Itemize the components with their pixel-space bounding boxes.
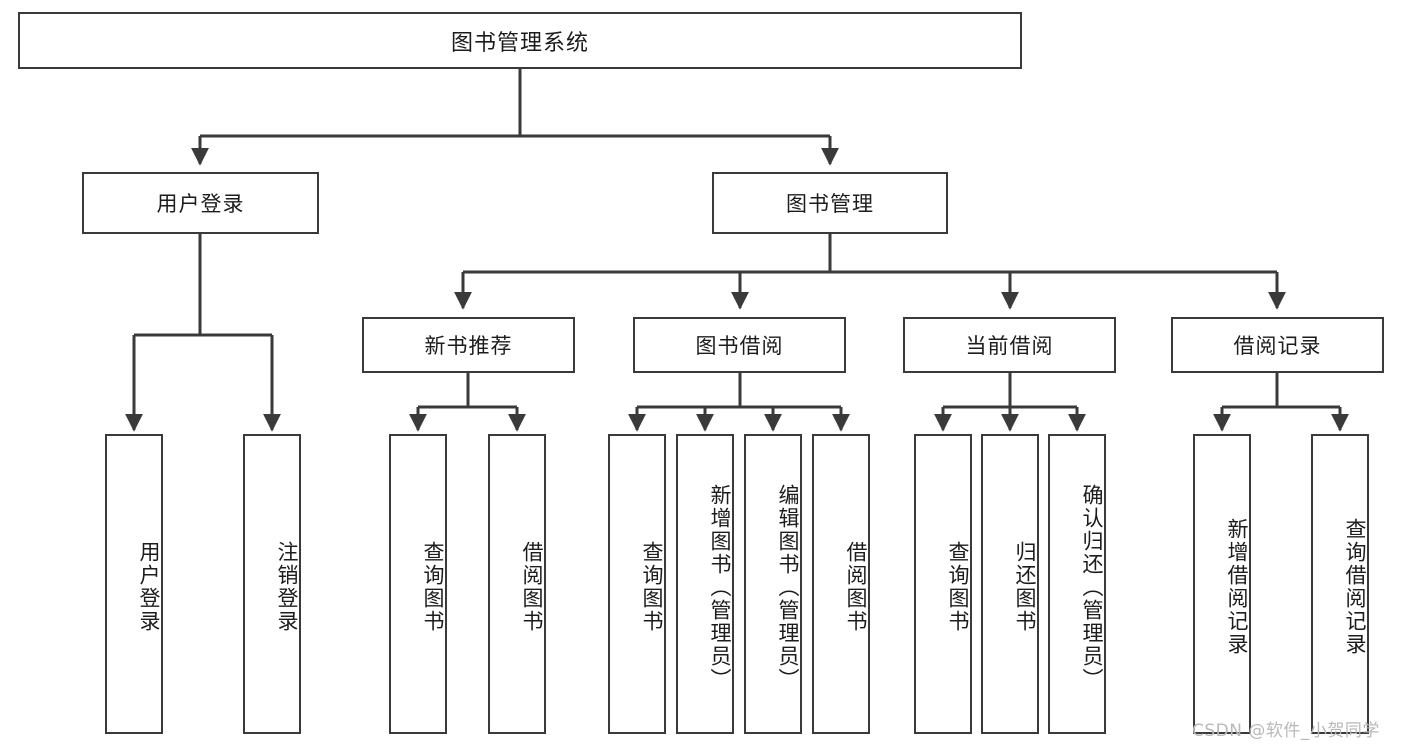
node-label: 编辑图书（管理员） <box>776 483 800 691</box>
leaf-borrow-query-book[interactable]: 查询图书 <box>608 434 666 734</box>
node-book-management[interactable]: 图书管理 <box>712 172 948 234</box>
node-label: 归还图书 <box>1013 541 1037 633</box>
node-label: 图书管理系统 <box>450 30 589 56</box>
node-label: 借阅记录 <box>1233 334 1322 358</box>
node-label: 借阅图书 <box>520 541 544 633</box>
node-label: 注销登录 <box>275 541 299 633</box>
leaf-user-login-login[interactable]: 用户登录 <box>105 434 163 734</box>
leaf-current-confirm-return[interactable]: 确认归还（管理员） <box>1048 434 1106 734</box>
node-label: 查询图书 <box>640 541 664 633</box>
node-book-borrow[interactable]: 图书借阅 <box>633 317 846 373</box>
node-label: 用户登录 <box>137 541 161 633</box>
node-label: 图书管理 <box>786 192 874 216</box>
leaf-new-book-borrow[interactable]: 借阅图书 <box>488 434 546 734</box>
node-label: 借阅图书 <box>844 541 868 633</box>
leaf-current-return-book[interactable]: 归还图书 <box>981 434 1039 734</box>
node-label: 查询图书 <box>421 541 445 633</box>
node-label: 新增借阅记录 <box>1225 518 1249 656</box>
leaf-borrow-edit-book[interactable]: 编辑图书（管理员） <box>744 434 802 734</box>
leaf-record-add-record[interactable]: 新增借阅记录 <box>1193 434 1251 734</box>
leaf-record-query-record[interactable]: 查询借阅记录 <box>1311 434 1369 734</box>
node-label: 查询图书 <box>946 541 970 633</box>
leaf-new-book-query[interactable]: 查询图书 <box>389 434 447 734</box>
node-label: 图书借阅 <box>695 334 784 358</box>
leaf-current-query-book[interactable]: 查询图书 <box>914 434 972 734</box>
csdn-watermark: CSDN @软件_小贺同学 <box>1192 721 1380 741</box>
leaf-user-login-logout[interactable]: 注销登录 <box>243 434 301 734</box>
node-user-login[interactable]: 用户登录 <box>82 172 319 234</box>
node-label: 确认归还（管理员） <box>1080 483 1104 691</box>
node-label: 用户登录 <box>156 192 245 216</box>
node-label: 当前借阅 <box>965 334 1054 358</box>
leaf-borrow-borrow-book[interactable]: 借阅图书 <box>812 434 870 734</box>
node-borrow-record[interactable]: 借阅记录 <box>1171 317 1384 373</box>
node-label: 新书推荐 <box>424 334 513 358</box>
node-label: 新增图书（管理员） <box>708 483 732 691</box>
node-current-borrow[interactable]: 当前借阅 <box>903 317 1116 373</box>
node-root-system[interactable]: 图书管理系统 <box>18 12 1022 69</box>
node-label: 查询借阅记录 <box>1343 518 1367 656</box>
leaf-borrow-add-book[interactable]: 新增图书（管理员） <box>676 434 734 734</box>
node-new-book-recommend[interactable]: 新书推荐 <box>362 317 575 373</box>
